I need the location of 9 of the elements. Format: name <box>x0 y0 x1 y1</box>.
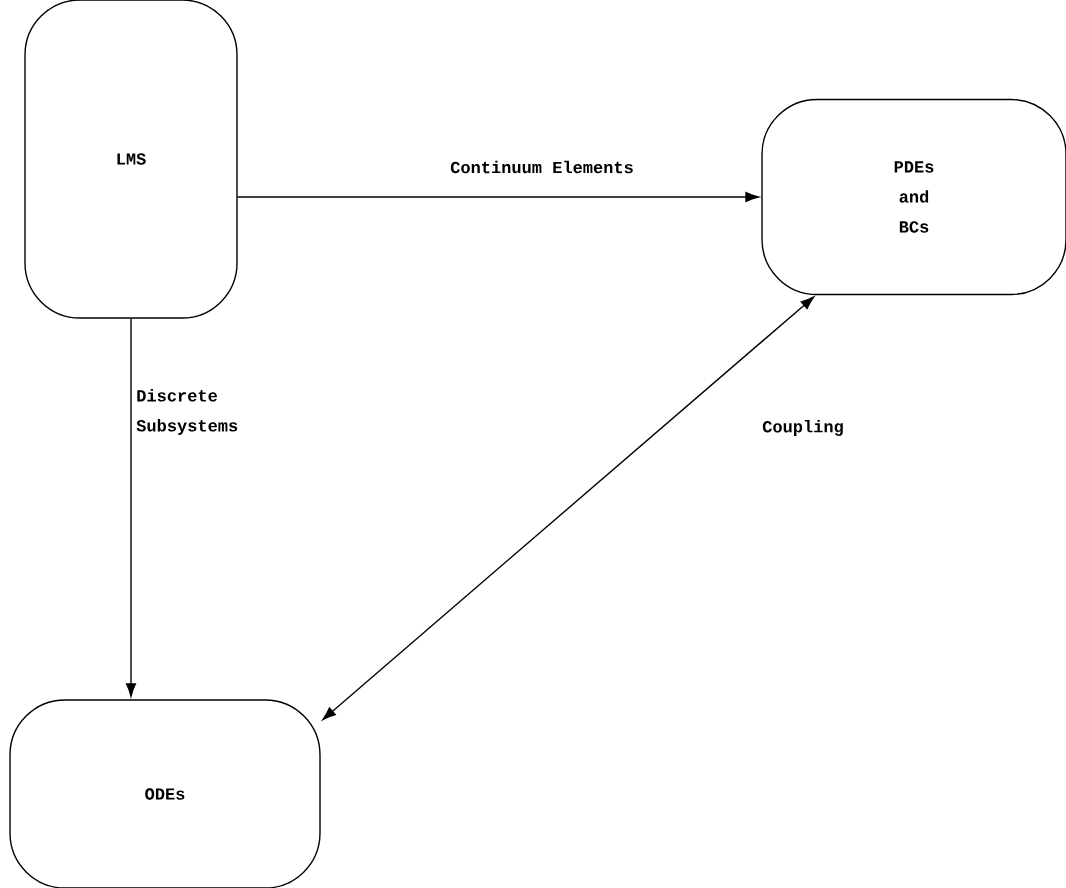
edge-label: Discrete Subsystems <box>136 389 238 435</box>
arrow <box>322 296 815 721</box>
arrow <box>125 318 137 697</box>
rounded-box: ODEs <box>9 699 321 888</box>
rounded-box: PDEs and BCs <box>761 98 1066 296</box>
edge-label: Continuum Elements <box>450 160 633 174</box>
edge-label: Coupling <box>762 420 843 436</box>
rounded-box: LMS <box>24 0 238 319</box>
arrow <box>237 191 759 203</box>
